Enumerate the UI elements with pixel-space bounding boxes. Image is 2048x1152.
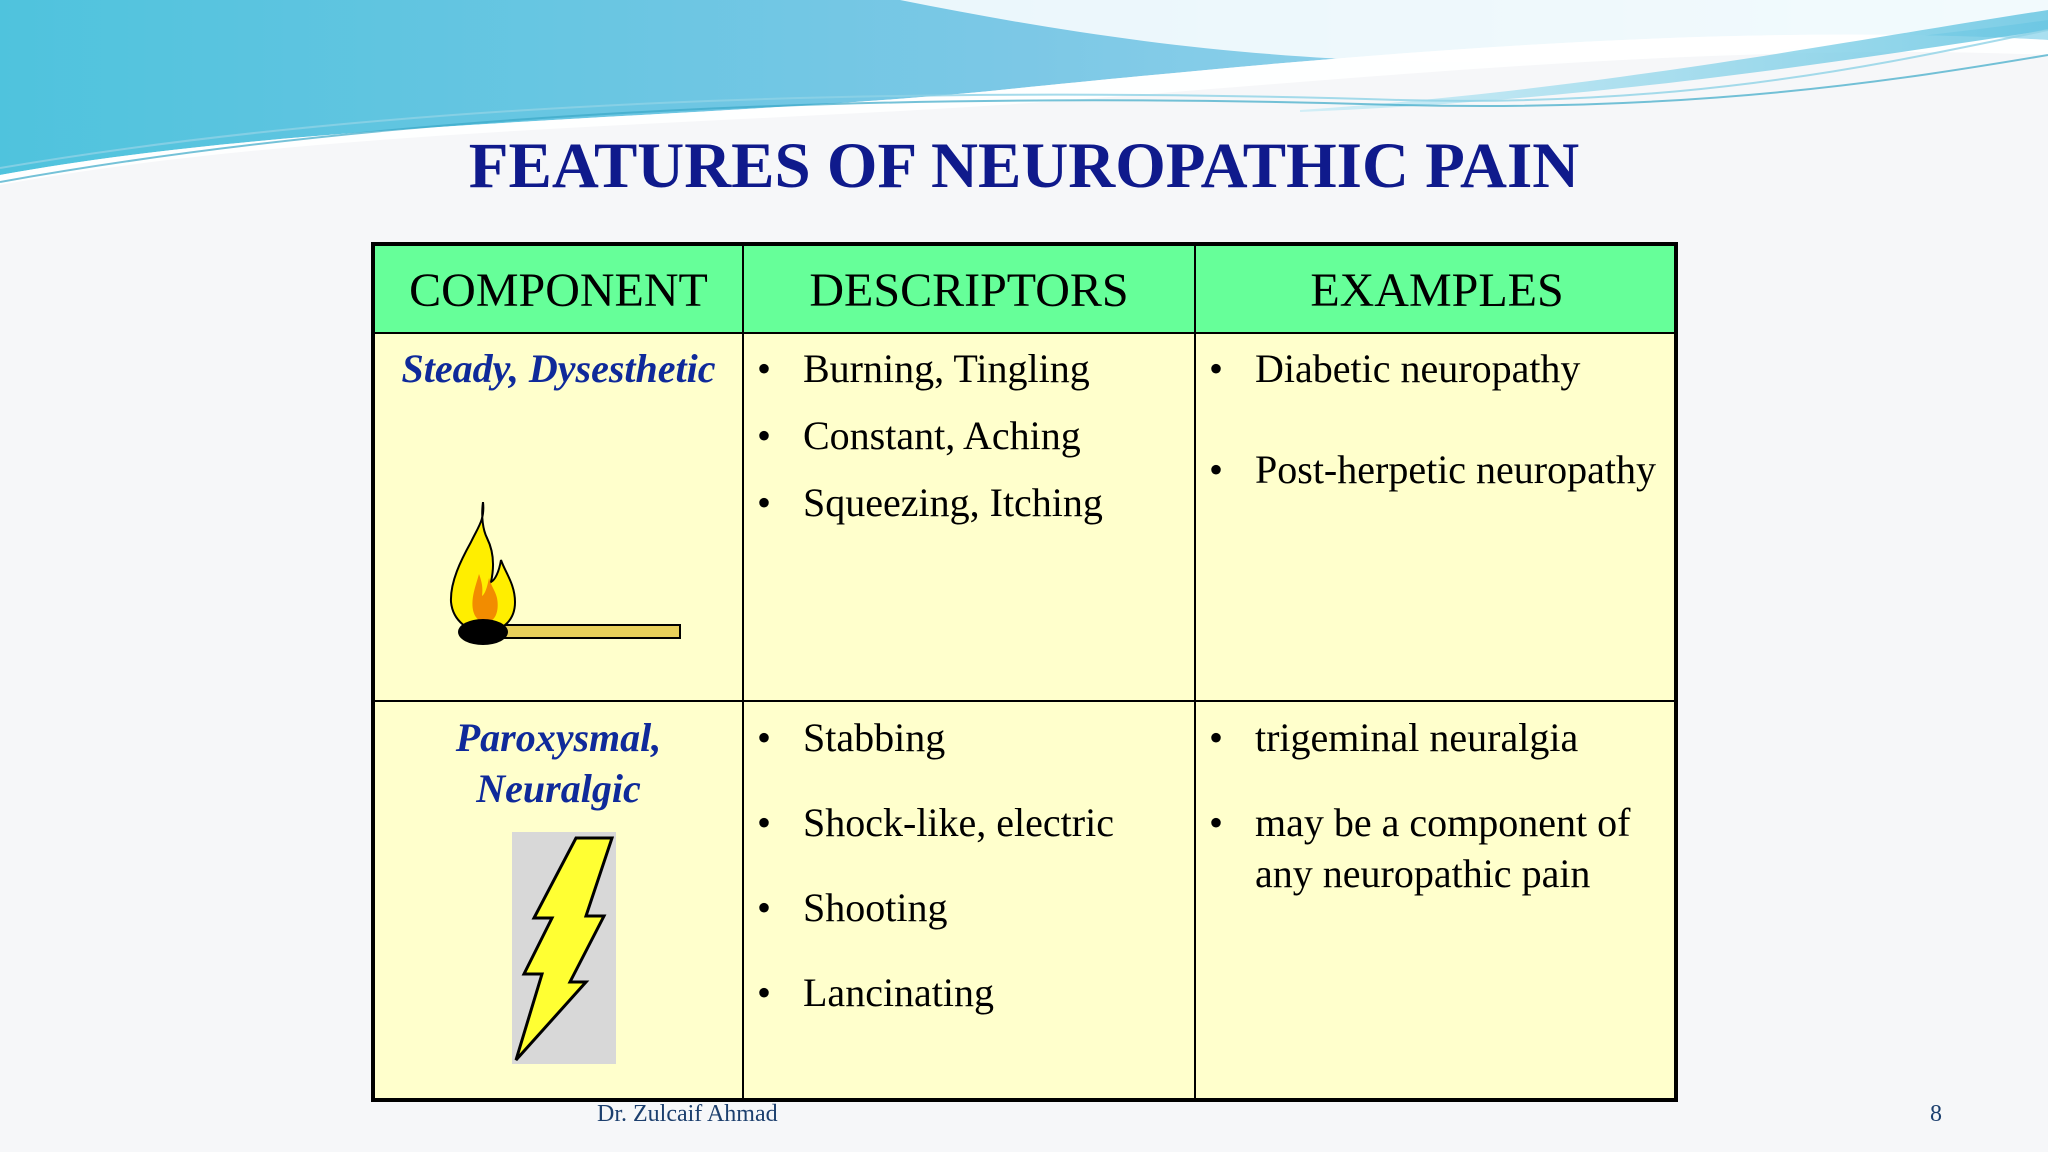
component-label: Steady, Dysesthetic [401, 346, 716, 391]
features-table: COMPONENT DESCRIPTORS EXAMPLES Steady, D… [371, 242, 1678, 1102]
page-number: 8 [1930, 1101, 1942, 1127]
lightning-bolt-icon [512, 832, 616, 1064]
header-examples: EXAMPLES [1310, 263, 1564, 317]
descriptors-list: Burning, Tingling Constant, Aching Squee… [744, 343, 1184, 528]
decorative-wave [0, 0, 2048, 220]
column-divider [742, 246, 744, 1098]
list-item: trigeminal neuralgia [1196, 712, 1666, 763]
examples-list: trigeminal neuralgia may be a component … [1196, 712, 1666, 899]
descriptors-list: Stabbing Shock-like, electric Shooting L… [744, 712, 1184, 1018]
footer-author: Dr. Zulcaif Ahmad [597, 1101, 778, 1127]
component-label: Paroxysmal, Neuralgic [455, 715, 662, 811]
slide-title: FEATURES OF NEUROPATHIC PAIN [468, 130, 1580, 202]
list-item: Squeezing, Itching [744, 477, 1184, 528]
list-item: Post-herpetic neuropathy [1196, 444, 1666, 495]
list-item: Lancinating [744, 967, 1184, 1018]
list-item: may be a component of any neuropathic pa… [1196, 797, 1666, 899]
header-component: COMPONENT [409, 263, 708, 317]
list-item: Diabetic neuropathy [1196, 343, 1666, 394]
table-header-row [375, 246, 1674, 334]
list-item: Shooting [744, 882, 1184, 933]
header-descriptors: DESCRIPTORS [809, 263, 1129, 317]
list-item: Burning, Tingling [744, 343, 1184, 394]
burning-match-icon [449, 502, 681, 645]
list-item: Shock-like, electric [744, 797, 1184, 848]
examples-list: Diabetic neuropathy Post-herpetic neurop… [1196, 343, 1666, 495]
list-item: Constant, Aching [744, 410, 1184, 461]
list-item: Stabbing [744, 712, 1184, 763]
column-divider [1194, 246, 1196, 1098]
row-divider [375, 700, 1674, 702]
